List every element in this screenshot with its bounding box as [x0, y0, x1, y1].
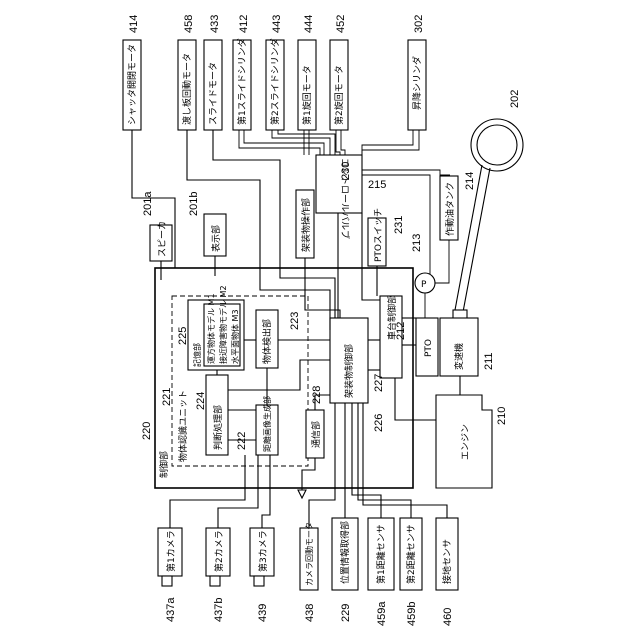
engine-label: エンジン — [461, 424, 471, 460]
bottom-label-438: カメラ回動モータ — [305, 522, 314, 586]
judgment-number: 224 — [195, 392, 207, 410]
object-detect-number: 223 — [289, 312, 301, 330]
control-unit-label: 制御部 — [158, 451, 170, 478]
bottom-number-459b: 459b — [406, 602, 418, 626]
equipment-op-label: 架装物操作部 — [300, 198, 312, 252]
bottom-number-438: 438 — [304, 604, 316, 622]
bottom-label-437a: 第1カメラ — [165, 530, 177, 572]
model-m2-label: 接近障害物モデル M2 — [218, 285, 228, 364]
control-valve — [316, 155, 362, 213]
bottom-label-439: 第3カメラ — [257, 530, 269, 572]
bottom-label-437b: 第2カメラ — [213, 530, 225, 572]
number-226: 226 — [373, 414, 385, 432]
display-label: 表示部 — [210, 225, 222, 252]
bottom-number-439: 439 — [257, 604, 269, 622]
model-m1-label: 運方物体モデル M1 — [206, 293, 216, 364]
oil-tank-label: 作動油タンク — [444, 182, 456, 236]
component-number-412: 412 — [238, 15, 250, 33]
storage-label: 記憶部 — [192, 343, 202, 367]
vehicle-control-number: 212 — [395, 322, 407, 340]
object-detect-label: 物体検出部 — [261, 319, 273, 364]
component-label-444: 第1旋回モータ — [301, 65, 313, 125]
component-label-458: 渡し板回動モータ — [181, 53, 193, 125]
component-label-452: 第2旋回モータ — [333, 65, 345, 125]
recognition-unit-number: 221 — [161, 388, 173, 406]
distance-image-number: 222 — [236, 432, 248, 450]
pump-number: 213 — [411, 234, 423, 252]
bottom-number-460: 460 — [442, 608, 454, 626]
bottom-number-229: 229 — [340, 604, 352, 622]
component-number-444: 444 — [303, 15, 315, 33]
control-unit-number: 220 — [141, 422, 153, 440]
component-number-443: 443 — [271, 15, 283, 33]
pto-switch-number: 231 — [393, 216, 405, 234]
top-components: シャッタ開閉モータ 渡し板回動モータ スライドモータ 第1スライドシリンダ 第2… — [123, 15, 426, 130]
equipment-control-label: 架装物制御部 — [343, 344, 355, 398]
component-number-414: 414 — [128, 15, 140, 33]
pto-label: PTO — [424, 339, 434, 357]
bottom-label-229: 位置情報取得部 — [339, 521, 351, 584]
component-label-412: 第1スライドシリンダ — [236, 38, 248, 125]
oil-tank-number: 214 — [464, 172, 476, 190]
bottom-label-459b: 第2距離センサ — [405, 524, 417, 584]
steering-number: 202 — [509, 90, 521, 108]
bottom-components: 第1カメラ 第2カメラ 第3カメラ カメラ回動モータ 位置情報取得部 第1距離セ… — [158, 518, 458, 626]
speaker-number: 201a — [142, 191, 154, 216]
transmission-number: 211 — [483, 352, 495, 370]
bottom-number-459a: 459a — [376, 601, 388, 626]
judgment-label: 判断処理部 — [212, 405, 224, 450]
steering-wheel — [453, 119, 523, 320]
communication-label: 通信部 — [310, 421, 322, 448]
pto-switch-label: PTOスイッチ — [373, 208, 384, 262]
component-number-302: 302 — [413, 15, 425, 33]
component-number-452: 452 — [335, 15, 347, 33]
engine-number: 210 — [496, 407, 508, 425]
storage-number: 225 — [177, 327, 189, 345]
transmission-label: 変速機 — [453, 343, 465, 370]
component-number-458: 458 — [183, 15, 195, 33]
pump-label: P — [421, 280, 427, 290]
bottom-number-437b: 437b — [213, 598, 225, 622]
recognition-unit-label: 物体認識ユニット — [177, 390, 189, 462]
equipment-control-number: 227 — [373, 374, 385, 392]
bottom-label-460: 接地センサ — [441, 539, 453, 584]
control-valve-number: 215 — [368, 179, 386, 191]
equipment-op-number: 230 — [340, 162, 352, 180]
component-label-414: シャッタ開閉モータ — [127, 44, 138, 125]
component-label-443: 第2スライドシリンダ — [269, 38, 281, 125]
bottom-label-459a: 第1距離センサ — [375, 524, 387, 584]
speaker-label: スピーカ — [157, 221, 168, 257]
display-number: 201b — [188, 192, 200, 216]
model-m3-label: 水平面物体 M3 — [230, 309, 240, 364]
component-label-433: スライドモータ — [208, 62, 219, 125]
bottom-number-437a: 437a — [165, 597, 177, 622]
component-number-433: 433 — [209, 15, 221, 33]
component-label-302: 昇降シリンダ — [411, 56, 423, 110]
